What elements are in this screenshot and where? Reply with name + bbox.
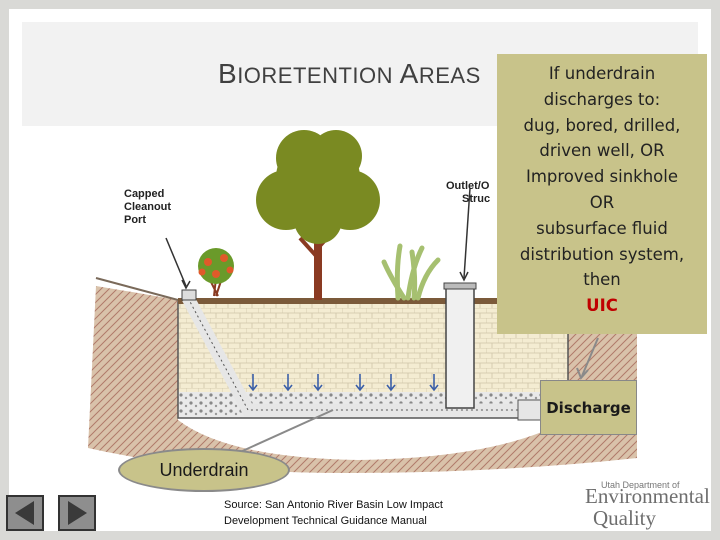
slide-title: BIORETENTION AREAS — [218, 58, 481, 89]
tree-canopy — [256, 130, 380, 244]
tree-trunk — [314, 228, 322, 300]
previous-slide-button[interactable] — [6, 495, 44, 531]
uic-highlight: UIC — [586, 296, 618, 316]
triangle-right-icon — [68, 501, 87, 525]
mulch-layer — [178, 298, 568, 304]
source-citation: Source: San Antonio River Basin Low Impa… — [224, 499, 443, 527]
outlet-structure — [445, 285, 475, 409]
deq-logo: Utah Department of Environmental Quality — [585, 480, 710, 530]
underdrain-callout: Underdrain — [118, 448, 290, 492]
cleanout-port-label: Capped Cleanout Port — [124, 188, 172, 226]
uic-callout: If underdrain discharges to: dug, bored,… — [497, 54, 707, 334]
outlet-structure-label: Outlet/O Struc — [446, 180, 491, 205]
shrub — [198, 248, 234, 297]
triangle-left-icon — [15, 501, 34, 525]
underdrain-pipe — [182, 294, 518, 417]
grass — [381, 243, 441, 301]
discharge-label: Discharge — [540, 380, 637, 435]
next-slide-button[interactable] — [58, 495, 96, 531]
infiltration-arrows — [248, 374, 439, 392]
